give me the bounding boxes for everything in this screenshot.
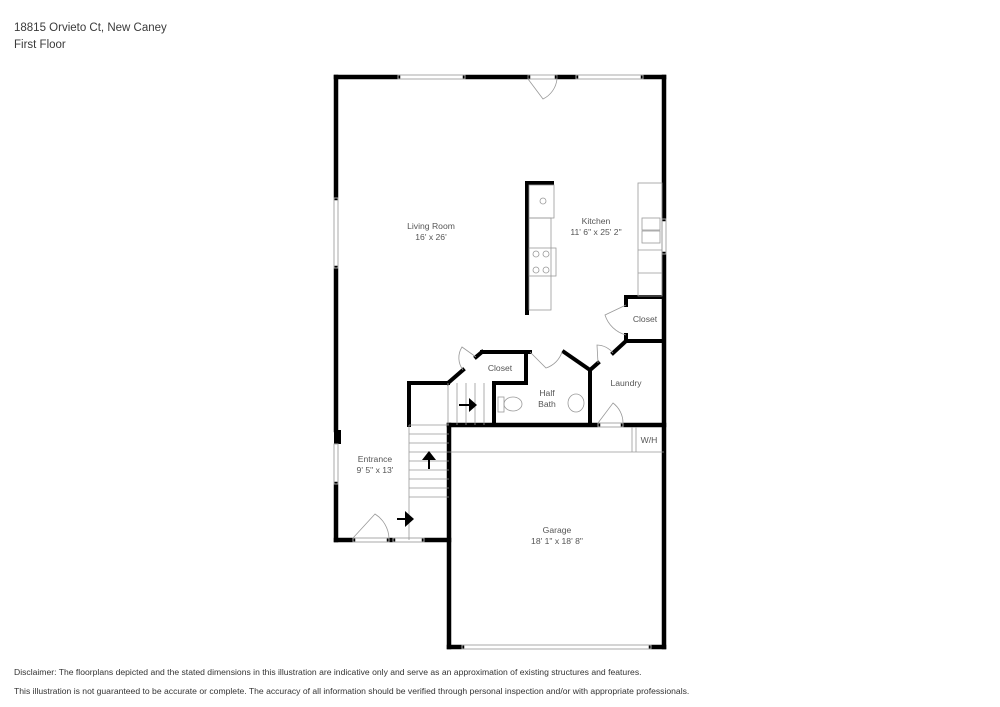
room-half-bath: Half Bath — [538, 388, 556, 410]
room-garage: Garage 18' 1" x 18' 8" — [531, 525, 583, 547]
room-dimensions: 18' 1" x 18' 8" — [531, 536, 583, 546]
stair-arrows — [397, 398, 477, 527]
room-laundry: Laundry — [610, 378, 642, 388]
room-dimensions: 9' 5" x 13' — [356, 465, 394, 475]
exterior-walls — [333, 74, 667, 650]
room-dimensions: 11' 6" x 25' 2" — [570, 227, 622, 237]
room-name: Half — [539, 388, 555, 398]
room-name-line2: Bath — [538, 399, 556, 409]
fixtures — [408, 182, 664, 540]
header: 18815 Orvieto Ct, New Caney First Floor — [14, 20, 167, 54]
windows — [333, 74, 667, 650]
room-name: Garage — [542, 525, 572, 535]
room-name: Living Room — [407, 221, 455, 231]
room-water-heater: W/H — [640, 435, 658, 445]
disclaimer: Disclaimer: The floorplans depicted and … — [14, 663, 689, 701]
disclaimer-line-1: Disclaimer: The floorplans depicted and … — [14, 667, 642, 677]
room-closet-hall: Closet — [487, 363, 513, 373]
room-entrance: Entrance 9' 5" x 13' — [357, 454, 394, 476]
room-name: Entrance — [357, 454, 393, 464]
room-name: Kitchen — [581, 216, 611, 226]
interior-walls — [407, 181, 666, 427]
room-closet-kitchen: Closet — [632, 314, 658, 324]
property-address: 18815 Orvieto Ct, New Caney — [14, 22, 167, 34]
room-living-room: Living Room 16' x 26' — [407, 221, 455, 243]
disclaimer-line-2: This illustration is not guaranteed to b… — [14, 686, 690, 696]
floor-name: First Floor — [14, 39, 66, 51]
door-swings — [352, 74, 627, 539]
room-kitchen: Kitchen 11' 6" x 25' 2" — [570, 216, 621, 238]
room-dimensions: 16' x 26' — [415, 232, 447, 242]
